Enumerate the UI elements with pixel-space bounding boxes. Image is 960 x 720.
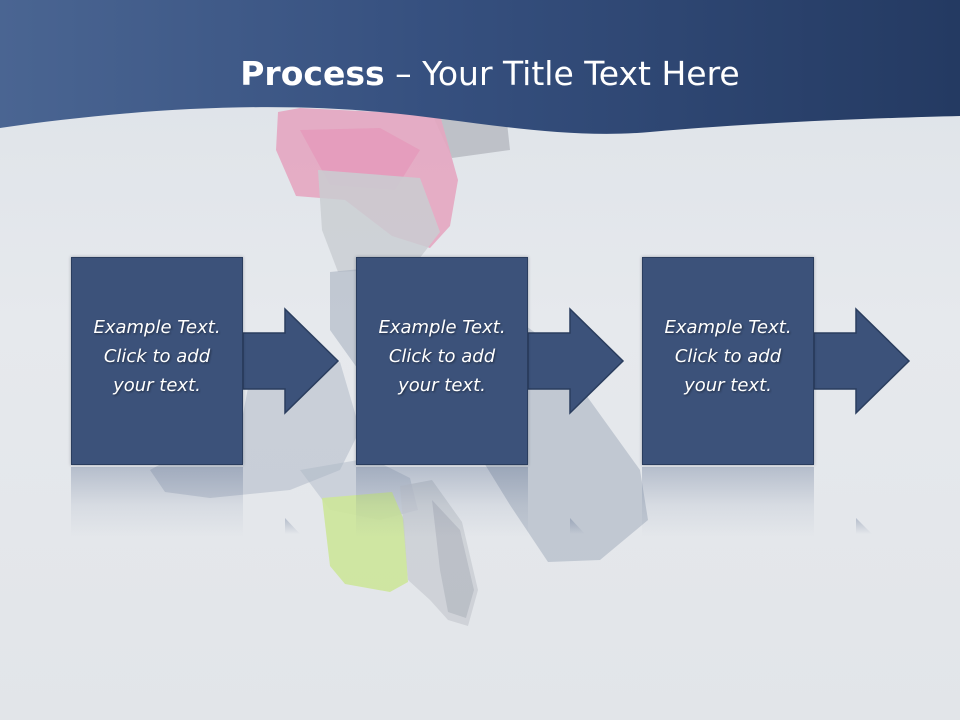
process-step-3[interactable]: Example Text. Click to add your text.: [642, 257, 814, 465]
step-1-text: Example Text. Click to add your text.: [93, 317, 221, 396]
step-1-reflection: [71, 467, 243, 537]
arrow-1: [242, 307, 340, 415]
step-3-reflection: [642, 467, 814, 537]
arrow-2: [527, 307, 625, 415]
title-strong: Process: [240, 54, 385, 93]
process-step-1[interactable]: Example Text. Click to add your text.: [71, 257, 243, 465]
header-band: [0, 0, 960, 134]
arrow-3: [813, 307, 911, 415]
arrow-reflection-1: [285, 518, 300, 534]
process-step-2[interactable]: Example Text. Click to add your text.: [356, 257, 528, 465]
step-3-text: Example Text. Click to add your text.: [664, 317, 792, 396]
step-2-text: Example Text. Click to add your text.: [378, 317, 506, 396]
arrow-reflection-2: [570, 518, 585, 534]
arrow-reflection-3: [856, 518, 872, 534]
title-rest: – Your Title Text Here: [384, 54, 740, 93]
slide-title: Process – Your Title Text Here: [0, 52, 960, 96]
step-2-reflection: [356, 467, 528, 537]
